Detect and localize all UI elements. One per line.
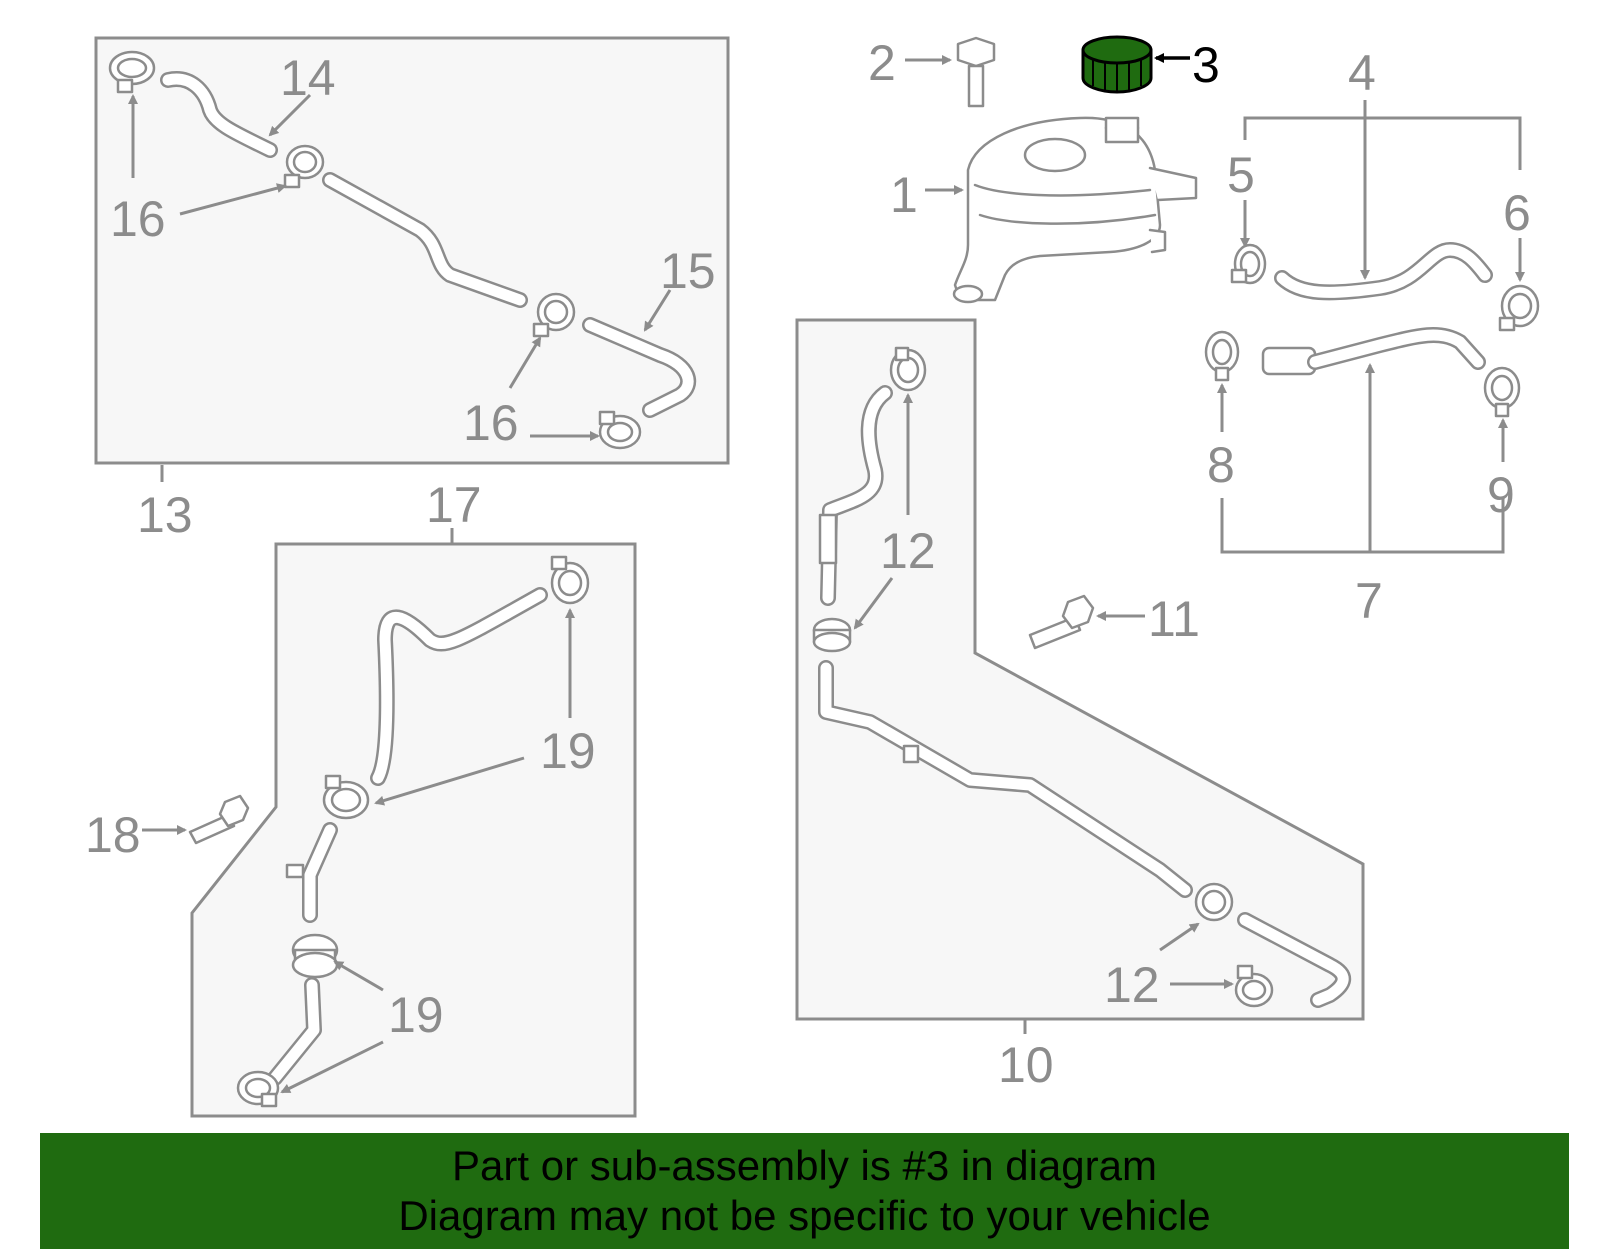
callout-14: 14: [280, 50, 336, 106]
clamp-6: [1498, 284, 1540, 332]
callout-18: 18: [85, 807, 141, 863]
callout-11: 11: [1148, 591, 1200, 647]
group-7: 8 9 7: [1204, 326, 1521, 629]
pipe-10: [818, 660, 1193, 898]
callout-16-a: 16: [110, 191, 166, 247]
callout-10: 10: [998, 1037, 1054, 1093]
callout-9: 9: [1487, 467, 1515, 523]
reservoir-cap-3: [1081, 35, 1153, 94]
info-banner: Part or sub-assembly is #3 in diagram Di…: [40, 1133, 1569, 1249]
hose-clamp-19-bottom: [236, 1070, 280, 1108]
callout-4: 4: [1348, 45, 1376, 101]
callout-19-b: 19: [388, 987, 444, 1043]
hose-upper-17: [370, 587, 548, 786]
bolt-2: [956, 36, 996, 108]
callout-1: 1: [890, 167, 918, 223]
callout-6: 6: [1503, 185, 1531, 241]
hose-long-13: [322, 172, 528, 308]
connector-17: [285, 822, 338, 923]
callout-5: 5: [1227, 147, 1255, 203]
hose-clamp-16-mid: [283, 144, 325, 189]
hose-4: [1274, 242, 1493, 301]
hose-lower-17: [267, 977, 322, 1086]
coolant-reservoir-1: [952, 116, 1198, 304]
clamp-12-lower: [1194, 882, 1234, 922]
bolt-11: [1028, 594, 1095, 650]
callout-2: 2: [868, 35, 896, 91]
callout-15: 15: [660, 243, 716, 299]
callout-3: 3: [1192, 37, 1220, 93]
clamp-5: [1230, 243, 1267, 285]
callout-8: 8: [1207, 437, 1235, 493]
box-17: 19 19: [190, 542, 637, 1118]
clamp-12-top: [889, 346, 927, 392]
callout-7: 7: [1355, 573, 1383, 629]
hose-clamp-16-lower: [532, 292, 576, 338]
box-13: 14 16 16 15: [94, 36, 730, 465]
callout-16-b: 16: [463, 395, 519, 451]
hose-clamp-19-top: [550, 555, 590, 605]
banner-line-disclaimer: Diagram may not be specific to your vehi…: [398, 1192, 1211, 1239]
callout-12-a: 12: [880, 523, 936, 579]
banner-line-part: Part or sub-assembly is #3 in diagram: [452, 1142, 1157, 1189]
hose-15: [582, 317, 697, 418]
box-10: 12 12: [795, 318, 1365, 1021]
clamp-12-bottom: [1234, 964, 1274, 1008]
callout-13: 13: [137, 487, 193, 543]
hose-upper-10: [818, 385, 893, 606]
clamp-8: [1204, 330, 1240, 382]
hose-clamp-19-mid: [322, 774, 370, 820]
group-4: 4 5 6: [1227, 45, 1540, 332]
hose-7: [1261, 326, 1486, 376]
callout-17: 17: [426, 477, 482, 533]
bolt-18: [188, 794, 250, 845]
clamp-9: [1483, 366, 1521, 418]
hose-clamp-16-bottom: [598, 410, 642, 450]
callout-19-a: 19: [540, 723, 596, 779]
hose-clamp-19-lower: [291, 933, 339, 979]
callout-12-b: 12: [1104, 957, 1160, 1013]
hose-clamp-16-top: [108, 50, 156, 94]
hose-lower-10: [1237, 912, 1352, 1008]
clamp-12-mid: [812, 617, 852, 653]
hose-14: [160, 71, 278, 158]
